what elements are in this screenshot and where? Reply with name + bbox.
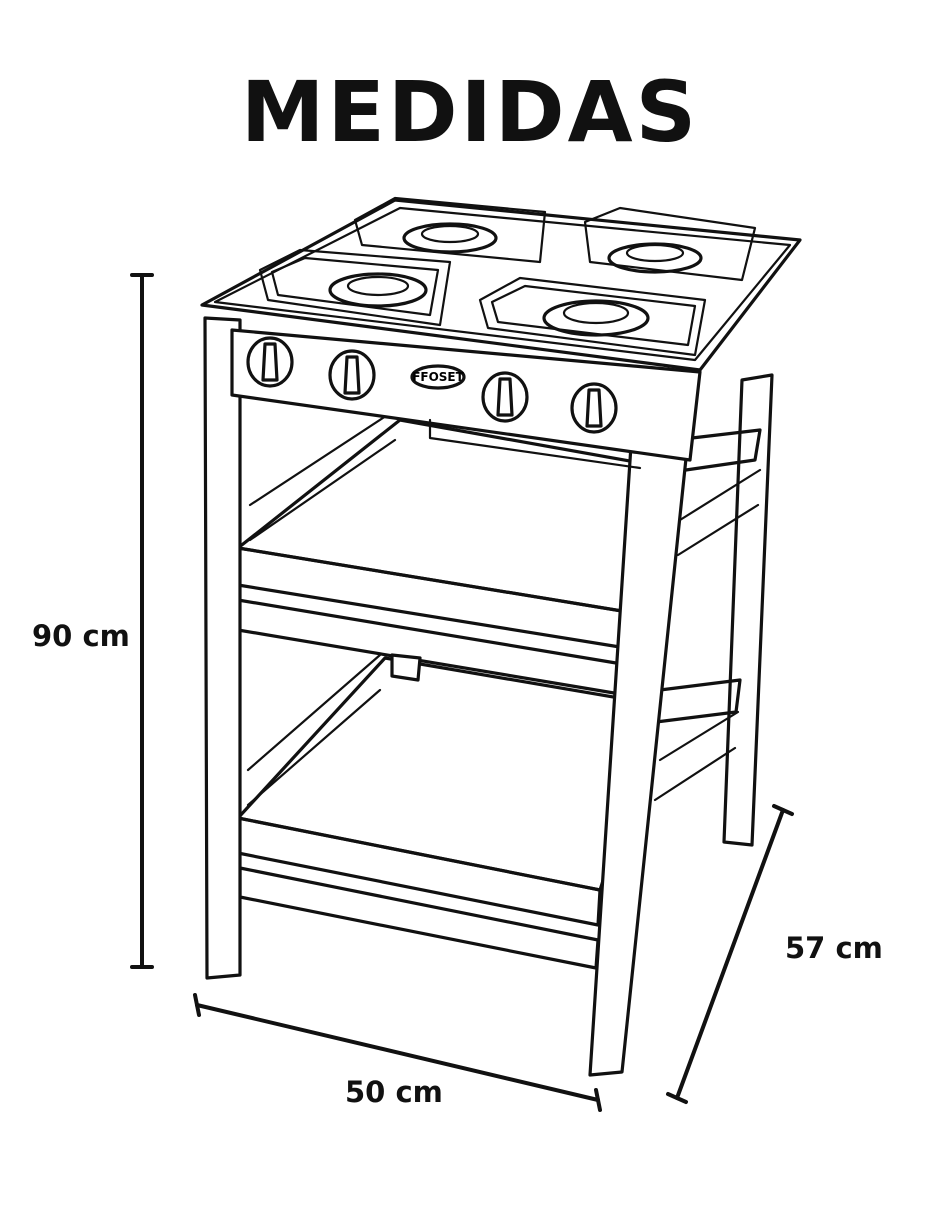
width-label: 50 cm [345, 1075, 443, 1109]
knob-icon [246, 336, 294, 388]
brand-label: FFOSET [412, 370, 464, 384]
knob-icon [570, 382, 618, 434]
burner-icon [353, 196, 547, 264]
page-title: MEDIDAS [240, 63, 700, 161]
depth-label: 57 cm [785, 931, 883, 965]
back-leg [722, 373, 774, 847]
knob-icon [481, 371, 529, 423]
brand-badge [410, 364, 466, 390]
dimension-line [666, 804, 794, 1104]
height-label: 90 cm [32, 619, 130, 653]
burner-icon [478, 276, 707, 357]
knob-icon [328, 349, 376, 401]
dimension-line [130, 273, 154, 969]
dimension-line [193, 993, 602, 1112]
shelf-lower [236, 656, 662, 892]
burner-icon [258, 248, 452, 327]
burner-icon [583, 206, 757, 282]
front-left-leg [203, 316, 242, 980]
front-right-leg [588, 418, 692, 1077]
